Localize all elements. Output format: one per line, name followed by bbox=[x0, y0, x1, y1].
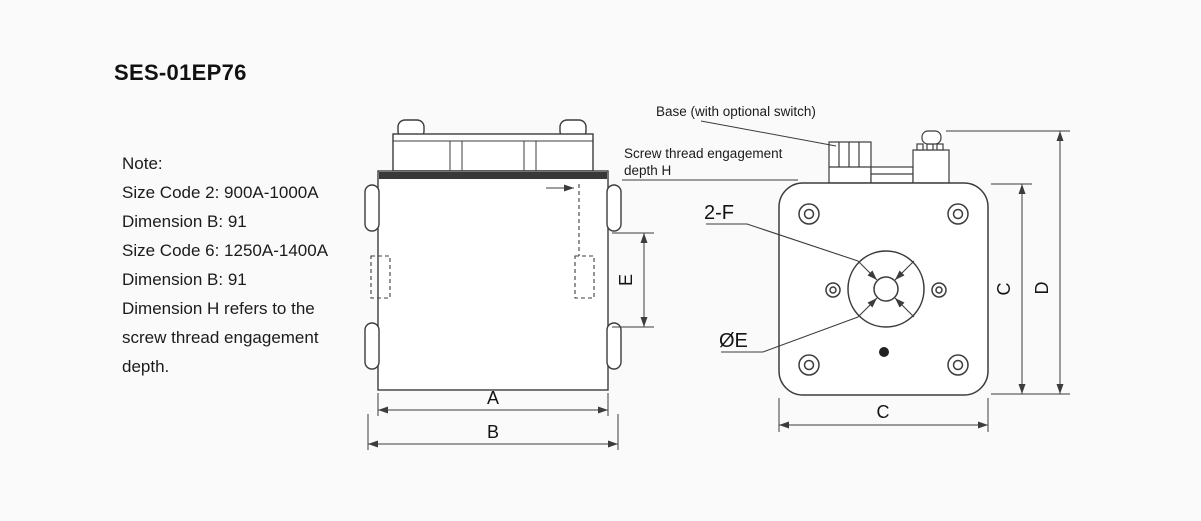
side-hole bbox=[825, 282, 841, 298]
base-assembly bbox=[828, 130, 950, 184]
dim-label-a: A bbox=[487, 388, 499, 408]
note-line-2: Size Code 2: 900A-1000A bbox=[122, 183, 319, 202]
dia-e-leader bbox=[721, 316, 859, 353]
thread-leader-arrows bbox=[706, 223, 915, 353]
screw-callout-label: Screw thread engagement depth H bbox=[624, 145, 782, 179]
screw-callout-line1: Screw thread engagement bbox=[624, 146, 783, 161]
corner-hole bbox=[798, 203, 820, 225]
contact-band bbox=[379, 172, 607, 179]
top-cap-block bbox=[392, 133, 594, 172]
base-callout-leader bbox=[700, 120, 837, 147]
top-view bbox=[778, 130, 989, 396]
dim-label-2f: 2-F bbox=[704, 202, 734, 224]
hidden-lines bbox=[370, 184, 595, 299]
center-hole bbox=[873, 276, 899, 302]
fuse-body bbox=[377, 170, 609, 391]
dimension-a bbox=[377, 393, 609, 416]
note-line-6: Dimension H refers to the bbox=[122, 299, 315, 318]
front-view bbox=[364, 119, 622, 391]
switch-knob bbox=[921, 130, 942, 145]
two-f-leader bbox=[706, 223, 859, 262]
mount-lug bbox=[364, 322, 380, 370]
dimension-d bbox=[946, 130, 1070, 394]
dim-label-d: D bbox=[1032, 282, 1052, 295]
note-line-8: depth. bbox=[122, 357, 170, 376]
note-line-7: screw thread engagement bbox=[122, 328, 319, 347]
dimension-b bbox=[367, 414, 619, 450]
dim-label-c-bottom: C bbox=[877, 402, 890, 422]
dim-label-c-right: C bbox=[994, 283, 1014, 296]
note-block: Note: Size Code 2: 900A-1000A Dimension … bbox=[122, 149, 328, 381]
note-line-1: Note: bbox=[122, 154, 163, 173]
note-line-3: Dimension B: 91 bbox=[122, 212, 247, 231]
dim-label-e: E bbox=[616, 274, 636, 286]
corner-hole bbox=[798, 354, 820, 376]
dim-label-b: B bbox=[487, 422, 499, 442]
note-line-4: Size Code 6: 1250A-1400A bbox=[122, 241, 329, 260]
mount-lug bbox=[606, 184, 622, 232]
base-callout-label: Base (with optional switch) bbox=[656, 104, 816, 119]
corner-hole bbox=[947, 354, 969, 376]
side-hole bbox=[931, 282, 947, 298]
mount-lug bbox=[364, 184, 380, 232]
screw-callout-line2: depth H bbox=[624, 163, 672, 178]
dimension-c-right bbox=[991, 183, 1070, 395]
note-line-5: Dimension B: 91 bbox=[122, 270, 247, 289]
dim-label-dia-e: ØE bbox=[719, 330, 748, 352]
page-title: SES-01EP76 bbox=[114, 60, 247, 85]
dimension-e bbox=[612, 232, 654, 328]
mount-lug bbox=[606, 322, 622, 370]
dimension-c-bottom bbox=[778, 398, 989, 432]
indicator-dot bbox=[879, 347, 889, 357]
corner-hole bbox=[947, 203, 969, 225]
